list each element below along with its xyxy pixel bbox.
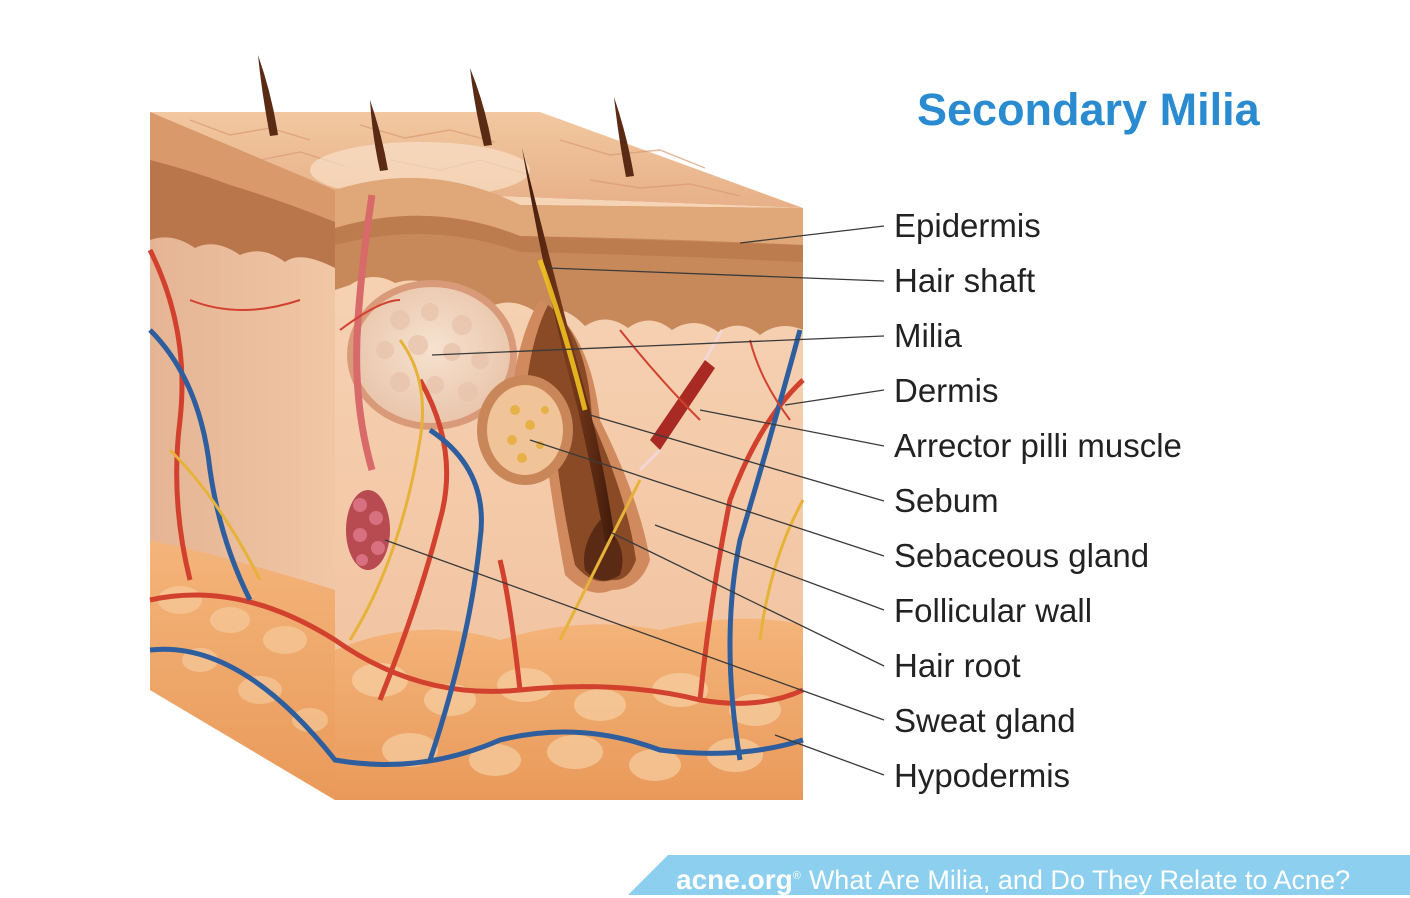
label-sweat-gland: Sweat gland <box>894 702 1076 739</box>
label-epidermis: Epidermis <box>894 207 1041 244</box>
label-milia: Milia <box>894 317 962 354</box>
registered-mark: ® <box>792 870 801 882</box>
blood-vessels <box>147 248 805 767</box>
label-dermis: Dermis <box>894 372 999 409</box>
arrector-pili-muscle <box>638 329 724 472</box>
footer-caption-row: acne.org® What Are Milia, and Do They Rel… <box>676 858 1351 895</box>
surface-hairs <box>258 55 634 177</box>
block-left-face <box>150 112 335 800</box>
label-hair-root: Hair root <box>894 647 1021 684</box>
footer-article-title[interactable]: What Are Milia, and Do They Relate to Ac… <box>808 865 1351 895</box>
diagram-title: Secondary Milia <box>917 84 1260 135</box>
label-sebum: Sebum <box>894 482 999 519</box>
label-sebaceous-gland: Sebaceous gland <box>894 537 1150 574</box>
label-hypodermis: Hypodermis <box>894 757 1071 794</box>
hair-shaft <box>522 148 615 542</box>
sweat-gland <box>346 194 390 570</box>
label-follicular-wall: Follicular wall <box>894 592 1093 629</box>
footer-brand-logo[interactable]: acne.org <box>676 864 793 895</box>
label-hair-shaft: Hair shaft <box>894 262 1036 299</box>
label-leader-lines <box>384 225 885 776</box>
label-arrector-pilli-muscle: Arrector pilli muscle <box>894 427 1182 464</box>
footer-banner <box>628 855 1410 895</box>
